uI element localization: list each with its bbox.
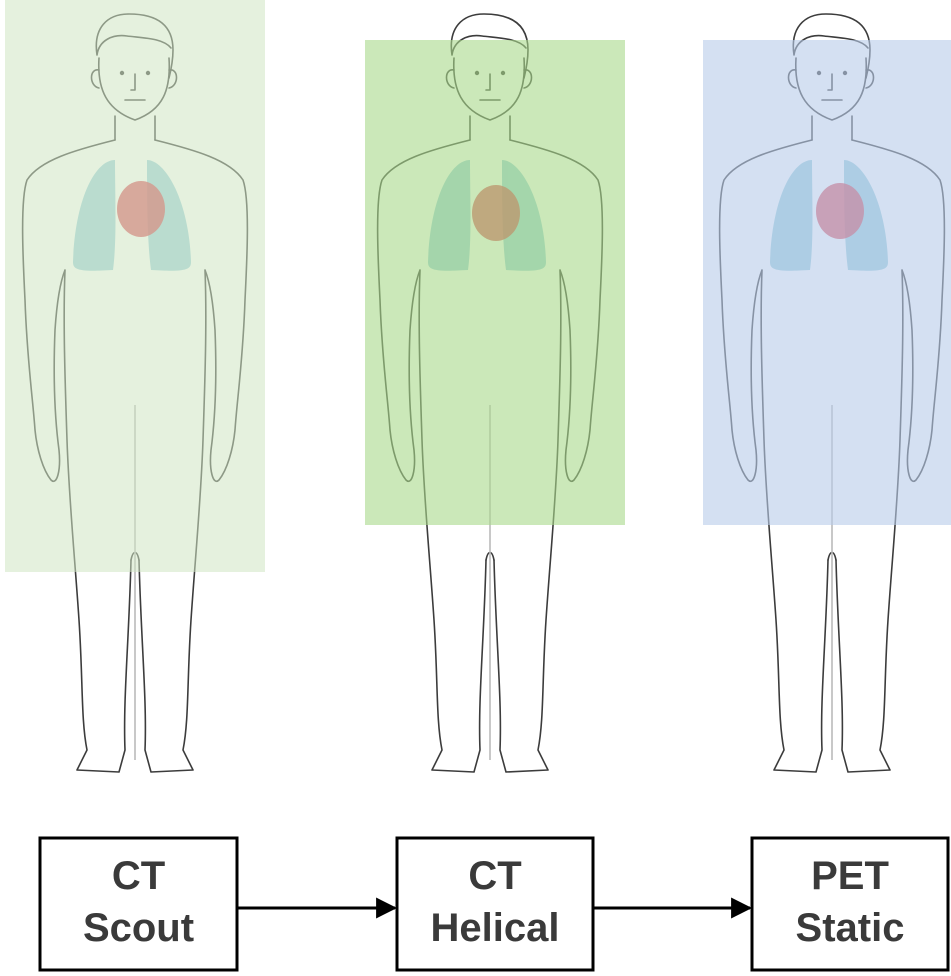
step-label-line1: CT [112, 854, 165, 898]
step-ct-scout: CT Scout [40, 838, 237, 970]
step-label-line2: Helical [431, 906, 560, 950]
scan-region-pet-static [703, 40, 951, 525]
step-label-line2: Static [796, 906, 905, 950]
step-label-line2: Scout [83, 906, 194, 950]
step-ct-helical: CT Helical [397, 838, 593, 970]
scan-region-ct-helical [365, 40, 625, 525]
scan-region-ct-scout [5, 0, 265, 572]
step-label-line1: CT [468, 854, 521, 898]
step-label-line1: PET [811, 854, 889, 898]
step-pet-static: PET Static [752, 838, 948, 970]
